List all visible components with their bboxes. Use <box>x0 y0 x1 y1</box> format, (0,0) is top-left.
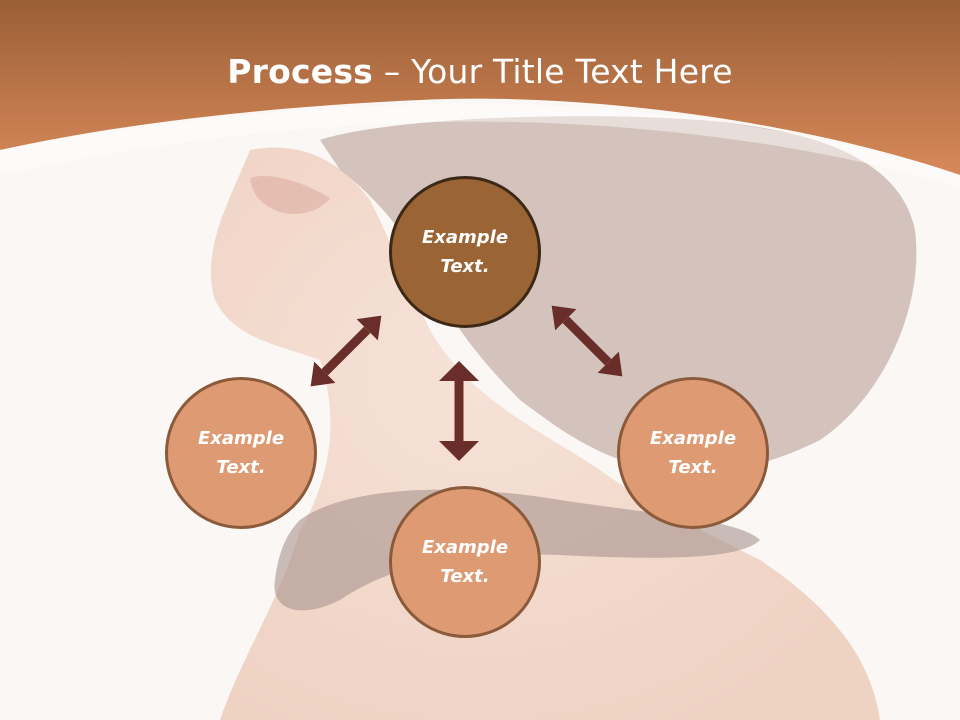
node-top-line1: Example <box>421 227 509 248</box>
arrow-top-left <box>310 315 382 387</box>
title-bold: Process <box>227 52 374 91</box>
node-bottom-line1: Example <box>421 537 509 558</box>
node-left-line2: Text. <box>216 457 266 478</box>
node-right-line2: Text. <box>668 457 718 478</box>
title-rest: – Your Title Text Here <box>373 52 733 91</box>
node-left-line1: Example <box>197 428 285 449</box>
arrow-vertical <box>439 361 479 461</box>
node-right-line1: Example <box>649 428 737 449</box>
arrow-top-right <box>551 305 623 377</box>
node-top-line2: Text. <box>440 256 490 277</box>
slide-title: Process – Your Title Text Here <box>0 52 960 91</box>
node-bottom-line2: Text. <box>440 566 490 587</box>
